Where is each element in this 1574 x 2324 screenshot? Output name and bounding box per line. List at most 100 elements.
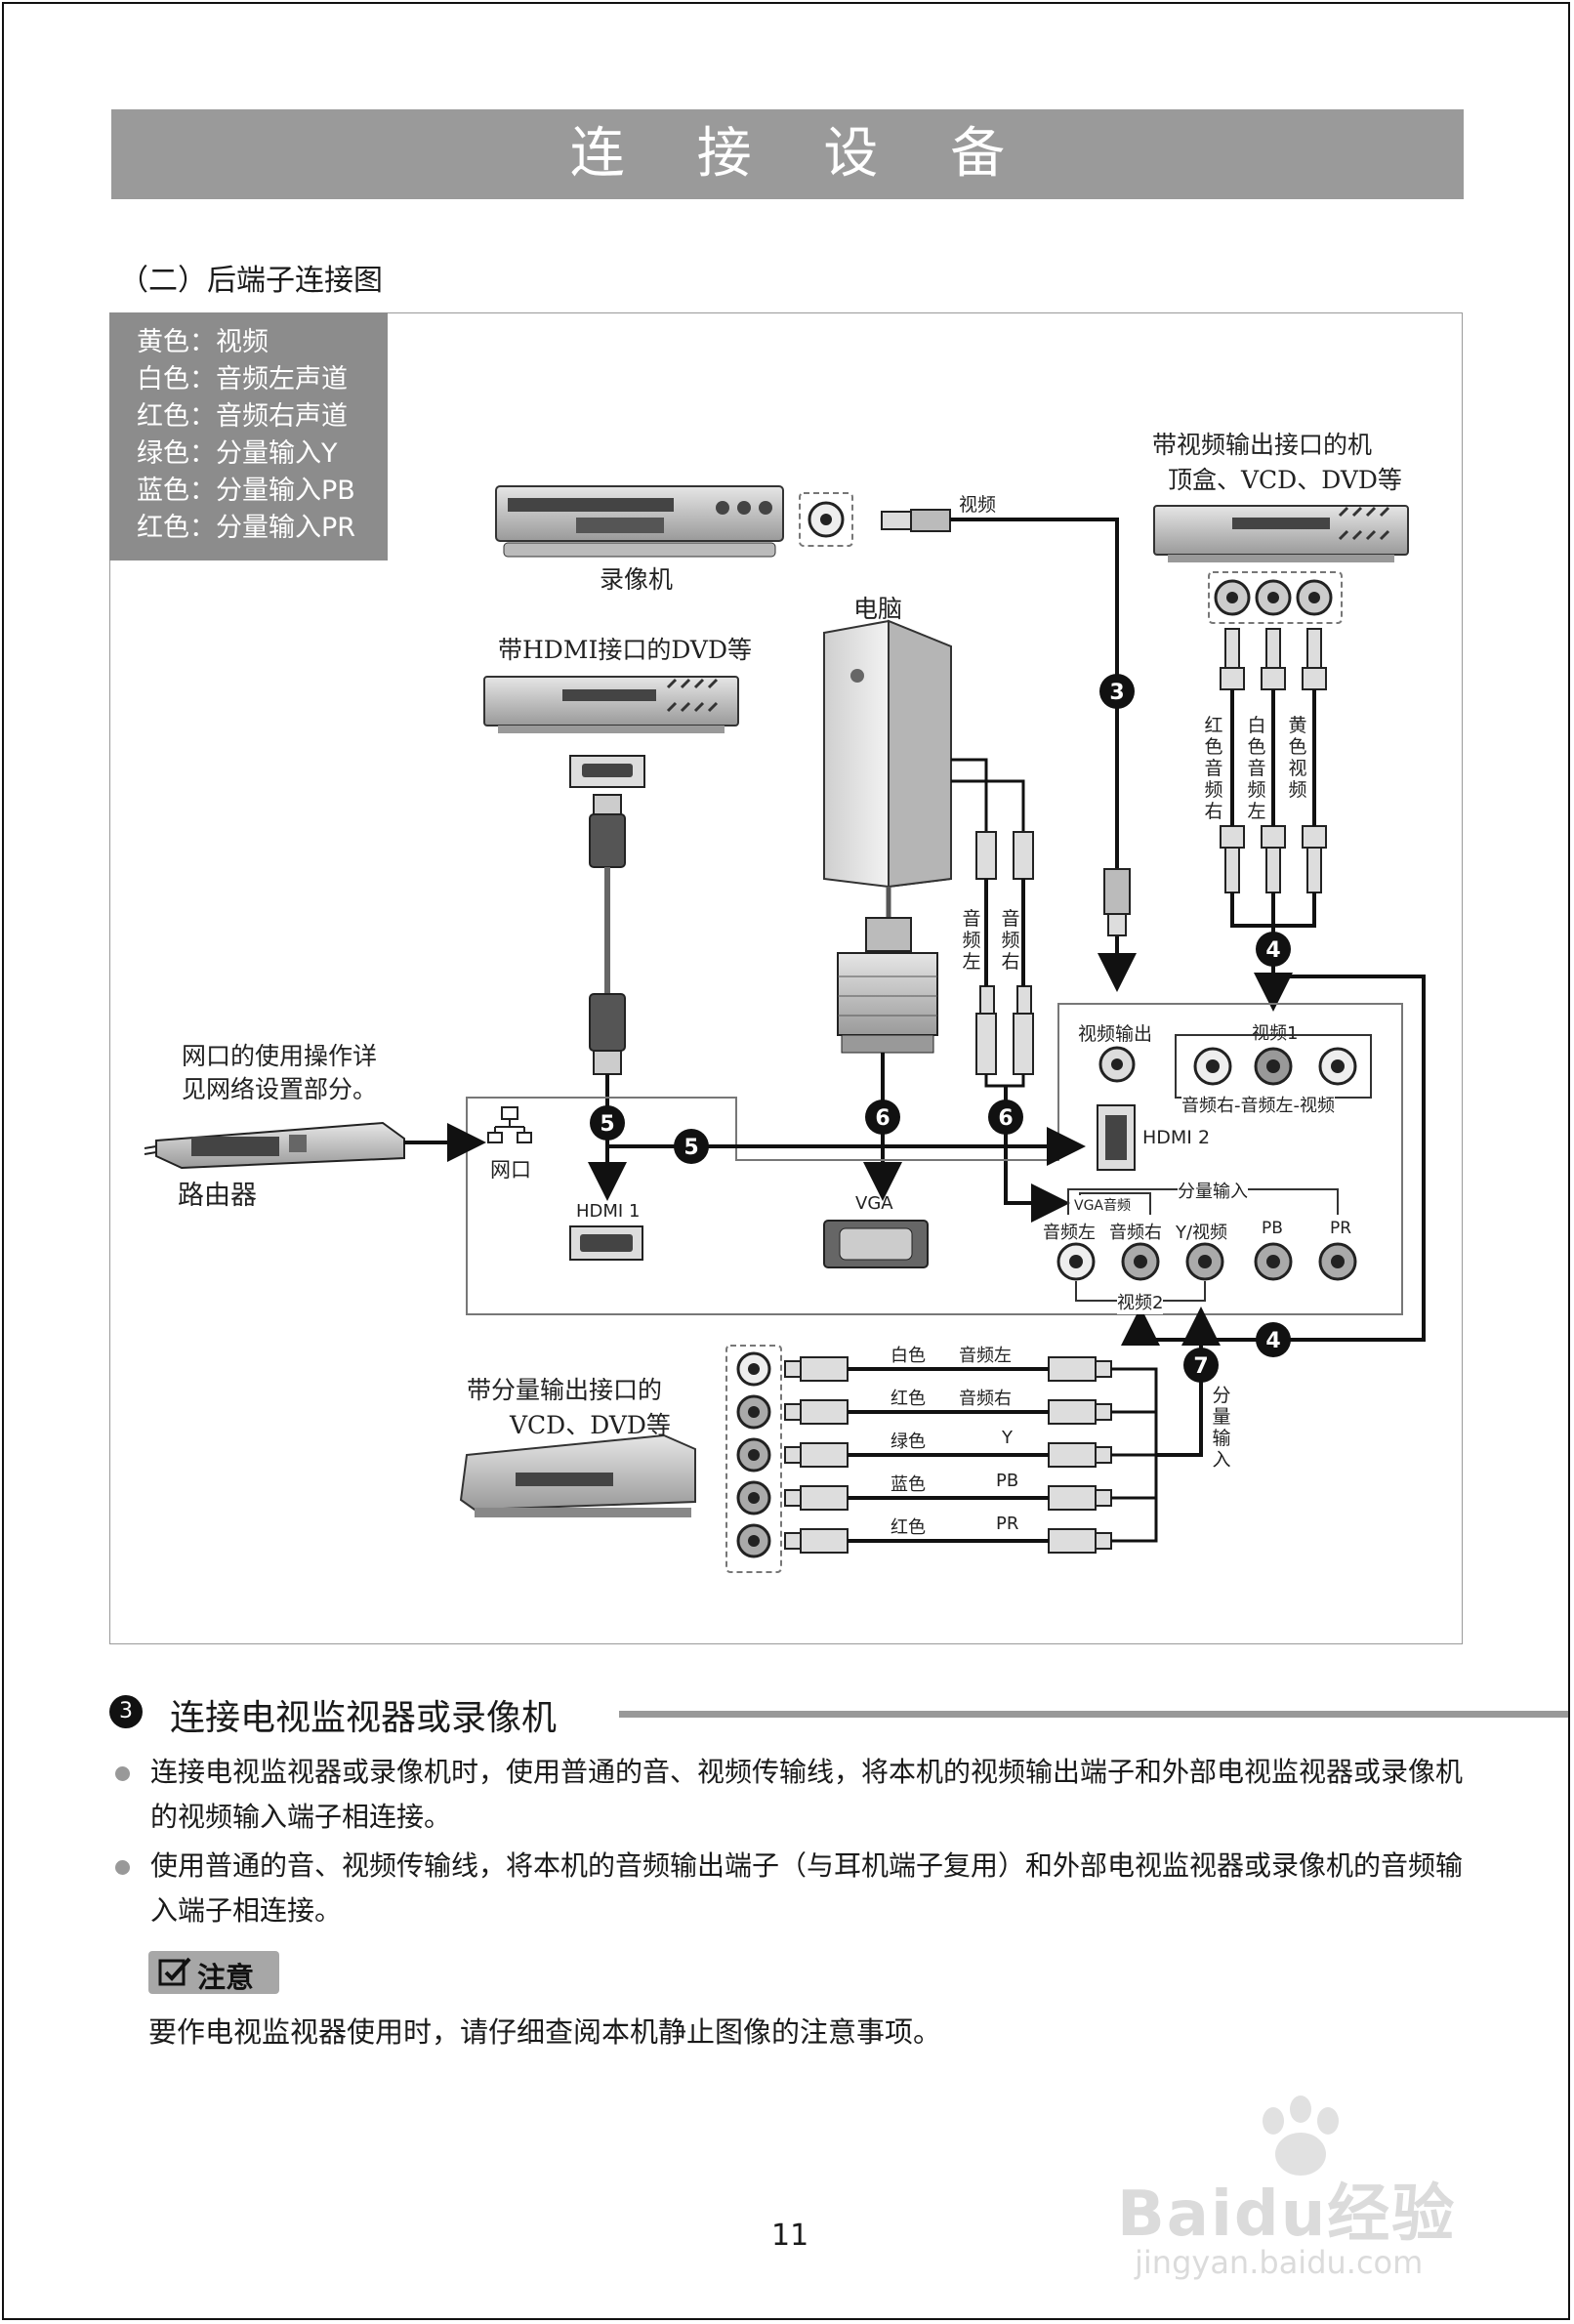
hdmi-dvd-label: 带HDMI接口的DVD等 [498,636,753,664]
cable-video [950,518,1137,992]
vcr-video-jack [799,492,853,547]
color-legend: 黄色：视频 白色：音频左声道 红色：音频右声道 绿色：分量输入Y 蓝色：分量输入… [109,312,388,560]
settop-rca-jacks [1208,571,1343,624]
component-row-color: 绿色 [891,1432,926,1452]
marker-label: 5 [600,1112,614,1137]
component-row-signal: 音频左 [959,1346,1012,1366]
watermark-line1: Baidu经验 [1117,2179,1457,2251]
component-row-signal: Y [1002,1428,1013,1448]
component-row-signal: 音频右 [959,1389,1012,1409]
hdmi2-label: HDMI 2 [1142,1127,1211,1148]
tv-panel-outline [466,1003,1403,1315]
cable-video-label: 视频 [959,494,997,516]
hdmi1-label: HDMI 1 [576,1201,641,1222]
watermark-line2: jingyan.baidu.com [1135,2244,1424,2281]
pc-audio-cables [951,758,1070,1223]
legend-item: 白色：音频左声道 [137,364,348,394]
legend-item: 绿色：分量输入Y [137,438,338,469]
component-row-signal: PR [996,1514,1019,1534]
marker-label: 4 [1265,1329,1280,1353]
section-title: 连接电视监视器或录像机 [170,1698,558,1738]
baidu-watermark: Baidu经验 jingyan.baidu.com [1117,2096,1488,2291]
component-row-signal: PB [996,1471,1019,1491]
vcr-device [495,485,784,558]
checkbox-edit-icon [158,1957,191,1986]
hdmi2-port [1097,1104,1136,1171]
pc-label: 电脑 [853,595,903,623]
section-number: 3 [109,1695,143,1728]
cable-4-route [1121,975,1426,1346]
section-rule [619,1711,1568,1718]
legend-item: 红色：音频右声道 [137,401,348,432]
marker-label: 6 [998,1106,1013,1131]
component-label-pb: PB [1262,1219,1283,1238]
hdmi-cable [569,755,645,1201]
marker-label: 4 [1265,938,1280,963]
settop-cable-label-mid: 白色 音频左 [1247,715,1266,822]
note-badge: 注意 [148,1951,279,1994]
section-heading: 3 连接电视监视器或录像机 [109,1687,1568,1738]
video-plug-top [881,509,951,532]
vga-port [823,1220,929,1268]
bullet-dot [115,1860,130,1875]
component-label-audio-right: 音频右 [1109,1223,1162,1243]
marker-label: 5 [683,1136,698,1160]
component-input-cable-label: 分量 输入 [1212,1385,1231,1471]
note-label: 注意 [197,1961,255,1994]
component-player-label-line2: VCD、DVD等 [510,1411,671,1439]
component-player-label-line1: 带分量输出接口的 [467,1376,663,1404]
settop-device [1153,505,1409,562]
hdmi1-port [569,1225,643,1261]
vcr-label: 录像机 [600,565,674,594]
connection-diagram-frame [109,312,1463,1644]
router-note-line1: 网口的使用操作详 [182,1042,378,1070]
bullet-text: 使用普通的音、视频传输线，将本机的音频输出端子（与耳机端子复用）和外部电视监视器… [150,1849,1464,1927]
vga-label: VGA [855,1193,893,1214]
component-player-device [459,1433,696,1517]
component-label-y-video: Y/视频 [1176,1223,1228,1243]
marker-label: 6 [875,1106,890,1131]
network-label: 网口 [490,1158,531,1182]
pc-cable-label-right: 音频右 [1001,908,1020,973]
bullet-item: 连接电视监视器或录像机时，使用普通的音、视频传输线，将本机的视频输出端子和外部电… [115,1750,1472,1840]
settop-label-line2: 顶盒、VCD、DVD等 [1168,466,1402,494]
page-title: 连 接 设 备 [111,109,1464,199]
video1-sub-label: 音频右-音频左-视频 [1181,1092,1335,1117]
network-icon [487,1106,532,1143]
bullet-text: 连接电视监视器或录像机时，使用普通的音、视频传输线，将本机的视频输出端子和外部电… [150,1756,1464,1833]
step-markers: 3 4 4 5 5 6 6 7 [590,674,1291,1383]
component-row-color: 白色 [891,1346,926,1366]
note-text: 要作电视监视器使用时，请仔细查阅本机静止图像的注意事项。 [148,2015,942,2049]
page-number: 11 [771,2219,809,2253]
pc-cable-label-left: 音频左 [962,908,981,973]
bullet-item: 使用普通的音、视频传输线，将本机的音频输出端子（与耳机端子复用）和外部电视监视器… [115,1844,1472,1933]
component-row-color: 红色 [891,1389,926,1409]
component-row-color: 红色 [891,1517,926,1538]
component-row-color: 蓝色 [891,1474,926,1495]
diagram-subtitle: （二）后端子连接图 [119,264,383,298]
video1-label: 视频1 [1252,1023,1299,1044]
paw-icon [1263,2096,1339,2176]
video1-jacks [1175,1034,1372,1099]
marker-label: 3 [1109,681,1124,705]
settop-label-line1: 带视频输出接口的机 [1152,431,1373,459]
component-in-label: 分量输入 [1178,1178,1248,1203]
component-label-audio-left: 音频左 [1043,1223,1096,1243]
video2-label: 视频2 [1117,1289,1164,1314]
settop-cable-label-right: 黄色 视频 [1288,715,1307,801]
component-cable-bundle [725,1307,1221,1573]
legend-item: 黄色：视频 [137,327,269,357]
router-device [144,1121,405,1170]
router-note-line2: 见网络设置部分。 [182,1075,378,1103]
video-out-label: 视频输出 [1078,1023,1153,1045]
bullet-dot [115,1766,130,1781]
component-label-pr: PR [1330,1219,1352,1238]
video-out-jack [1098,1046,1136,1083]
marker-label: 7 [1193,1354,1208,1379]
hdmi-dvd-device [483,676,739,733]
legend-item: 红色：分量输入PR [137,513,356,543]
pc-device [823,619,952,1201]
video-plug-vertical [1103,868,1131,936]
